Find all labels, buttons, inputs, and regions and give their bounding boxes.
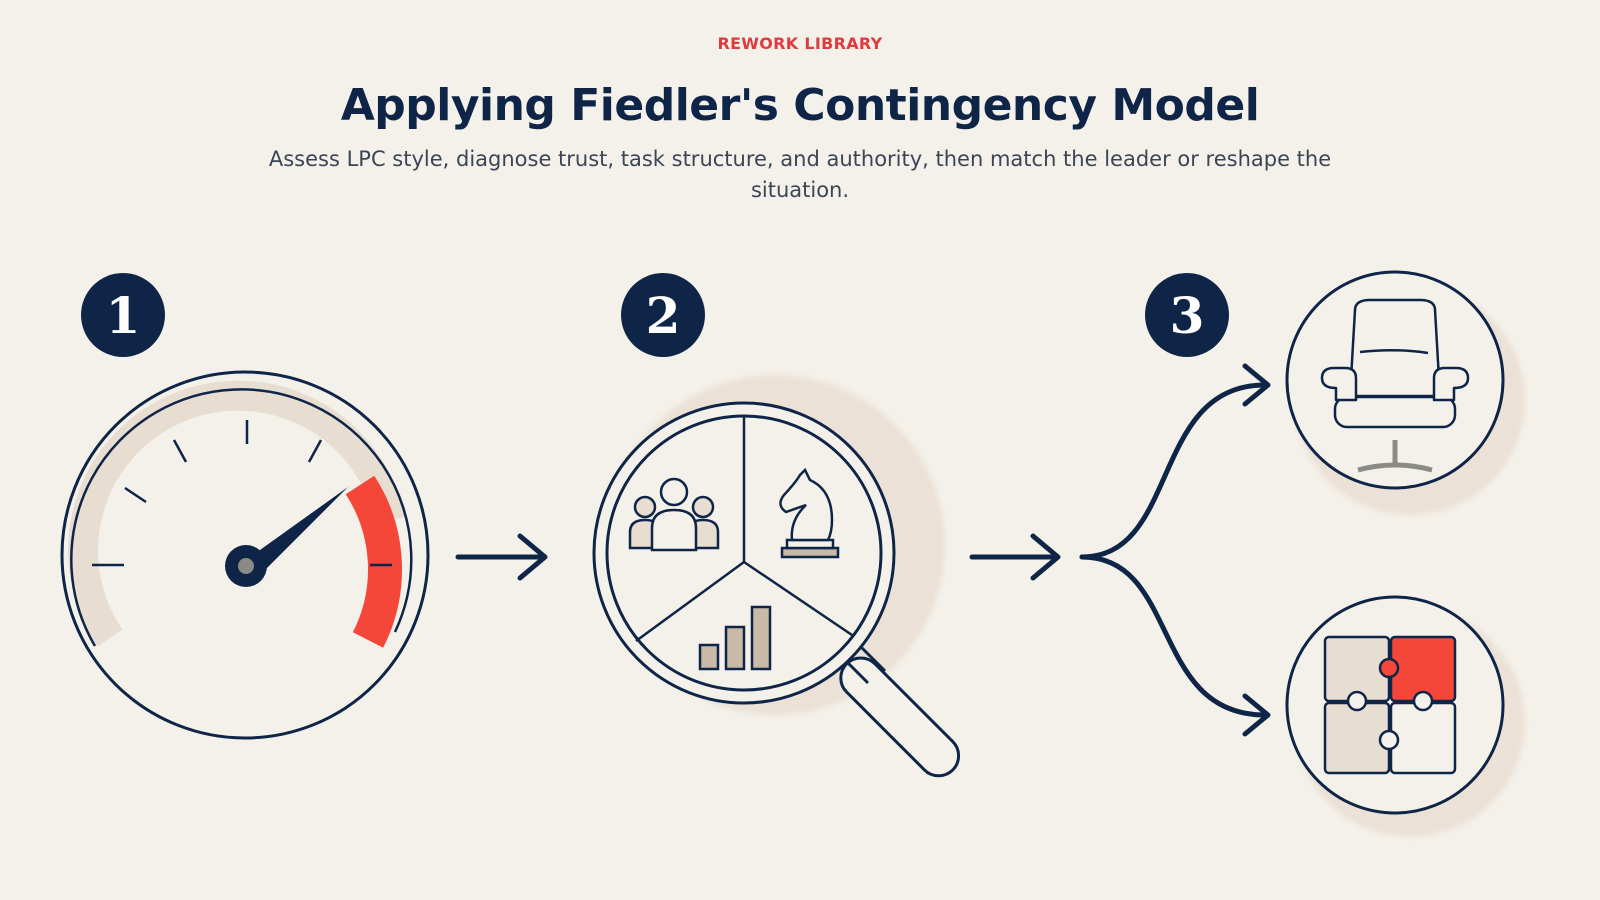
page-title: Applying Fiedler's Contingency Model xyxy=(340,80,1260,131)
bar-chart-icon xyxy=(698,605,772,671)
magnifier-icon xyxy=(592,375,961,778)
arrow-2 xyxy=(969,533,1061,581)
step-2-number: 2 xyxy=(646,286,681,345)
chair-icon xyxy=(1320,298,1470,473)
eyebrow-label: REWORK LIBRARY xyxy=(717,34,883,53)
branch-arrow-icon xyxy=(1079,363,1271,737)
step-3-number: 3 xyxy=(1170,286,1205,345)
people-icon xyxy=(628,477,720,552)
step-3: 3 xyxy=(1079,270,1525,837)
step-3-badge: 3 xyxy=(1145,273,1229,357)
step-2-badge: 2 xyxy=(621,273,705,357)
page-subtitle: Assess LPC style, diagnose trust, task s… xyxy=(268,147,1332,202)
step-2: 2 xyxy=(592,273,961,778)
step-1: 1 xyxy=(60,273,430,740)
step-1-badge: 1 xyxy=(81,273,165,357)
outcome-puzzle xyxy=(1285,595,1525,837)
puzzle-icon xyxy=(1323,635,1457,775)
arrow-1 xyxy=(455,533,548,581)
step-1-number: 1 xyxy=(106,286,141,345)
outcome-chair xyxy=(1285,270,1525,515)
gauge-icon xyxy=(60,370,430,740)
chess-knight-icon xyxy=(779,467,840,559)
